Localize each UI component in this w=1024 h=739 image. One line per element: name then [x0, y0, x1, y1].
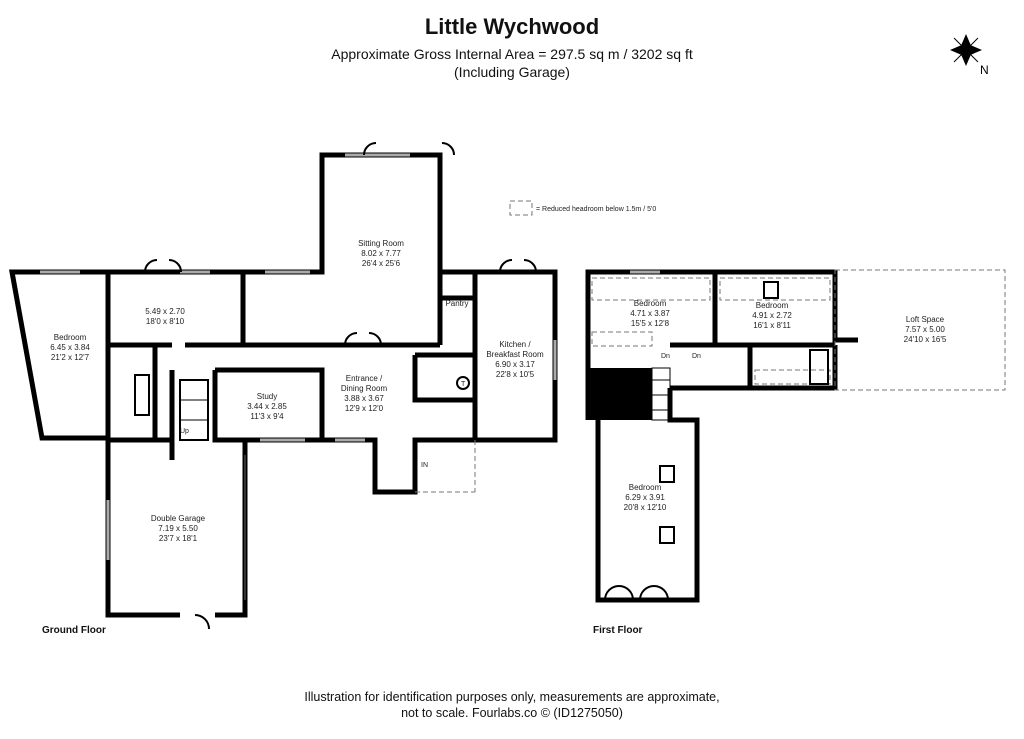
svg-text:Kitchen /: Kitchen / — [499, 340, 531, 349]
svg-text:15'5 x 12'8: 15'5 x 12'8 — [631, 319, 670, 328]
svg-text:Breakfast Room: Breakfast Room — [486, 350, 544, 359]
room-loft-space: Loft Space 7.57 x 5.00 24'10 x 16'5 — [904, 315, 947, 344]
svg-text:12'9 x 12'0: 12'9 x 12'0 — [345, 404, 384, 413]
room-bedroom-first-3: Bedroom 6.29 x 3.91 20'8 x 12'10 — [624, 483, 667, 512]
compass-north-label: N — [980, 63, 989, 77]
reduced-headroom-swatch — [509, 200, 533, 216]
room-bedroom-ground: Bedroom 6.45 x 3.84 21'2 x 12'7 — [50, 333, 90, 362]
svg-text:22'8 x 10'5: 22'8 x 10'5 — [496, 370, 535, 379]
page-title: Little Wychwood — [424, 14, 600, 39]
tank-label: T — [461, 381, 466, 388]
svg-text:11'3 x 9'4: 11'3 x 9'4 — [250, 412, 284, 421]
stairs-down-label-2: Dn — [692, 353, 701, 360]
svg-text:26'4 x 25'6: 26'4 x 25'6 — [362, 259, 401, 268]
stairs-down-label: Dn — [661, 353, 670, 360]
garage-note: (Including Garage) — [454, 64, 570, 80]
stairs-up-label: Up — [180, 428, 189, 435]
svg-text:23'7 x 18'1: 23'7 x 18'1 — [159, 534, 198, 543]
svg-text:3.88 x 3.67: 3.88 x 3.67 — [344, 394, 384, 403]
first-floor-label: First Floor — [593, 625, 643, 636]
svg-text:Sitting Room: Sitting Room — [358, 239, 404, 248]
svg-text:20'8 x 12'10: 20'8 x 12'10 — [624, 503, 667, 512]
svg-text:Study: Study — [257, 392, 277, 401]
svg-text:Entrance /: Entrance / — [346, 374, 383, 383]
svg-text:18'0 x 8'10: 18'0 x 8'10 — [146, 317, 185, 326]
svg-text:Double Garage: Double Garage — [151, 514, 206, 523]
disclaimer-line-1: Illustration for identification purposes… — [304, 690, 720, 704]
svg-text:Bedroom: Bedroom — [634, 299, 667, 308]
room-bedroom-first-1: Bedroom 4.71 x 3.87 15'5 x 12'8 — [630, 299, 670, 328]
room-entrance-dining: Entrance / Dining Room 3.88 x 3.67 12'9 … — [341, 374, 388, 413]
svg-text:6.45 x 3.84: 6.45 x 3.84 — [50, 343, 90, 352]
entrance-in-label: IN — [421, 462, 428, 469]
svg-text:4.71 x 3.87: 4.71 x 3.87 — [630, 309, 670, 318]
room-study: Study 3.44 x 2.85 11'3 x 9'4 — [247, 392, 287, 421]
room-kitchen: Kitchen / Breakfast Room 6.90 x 3.17 22'… — [486, 340, 544, 379]
svg-text:16'1 x 8'11: 16'1 x 8'11 — [753, 321, 791, 330]
ground-floor-plan — [9, 142, 558, 630]
svg-text:Dining Room: Dining Room — [341, 384, 388, 393]
svg-text:5.49 x 2.70: 5.49 x 2.70 — [145, 307, 185, 316]
room-sitting: Sitting Room 8.02 x 7.77 26'4 x 25'6 — [358, 239, 404, 268]
svg-text:3.44 x 2.85: 3.44 x 2.85 — [247, 402, 287, 411]
svg-text:Bedroom: Bedroom — [756, 301, 789, 310]
svg-text:7.57 x 5.00: 7.57 x 5.00 — [905, 325, 945, 334]
compass-rose-icon — [950, 34, 982, 66]
first-floor-plan — [585, 269, 1006, 603]
svg-text:21'2 x 12'7: 21'2 x 12'7 — [51, 353, 90, 362]
legend-text: = Reduced headroom below 1.5m / 5'0 — [536, 206, 656, 213]
svg-text:Bedroom: Bedroom — [629, 483, 662, 492]
room-unnamed-5-49: 5.49 x 2.70 18'0 x 8'10 — [145, 307, 185, 326]
svg-text:4.91 x 2.72: 4.91 x 2.72 — [752, 311, 792, 320]
room-pantry: Pantry — [445, 299, 468, 308]
svg-text:Bedroom: Bedroom — [54, 333, 87, 342]
svg-text:6.29 x 3.91: 6.29 x 3.91 — [625, 493, 665, 502]
svg-text:8.02 x 7.77: 8.02 x 7.77 — [361, 249, 401, 258]
svg-text:Loft Space: Loft Space — [906, 315, 945, 324]
svg-text:24'10 x 16'5: 24'10 x 16'5 — [904, 335, 947, 344]
disclaimer-line-2: not to scale. Fourlabs.co © (ID1275050) — [401, 706, 623, 720]
room-bedroom-first-2: Bedroom 4.91 x 2.72 16'1 x 8'11 — [752, 301, 792, 330]
ground-floor-label: Ground Floor — [42, 625, 106, 636]
room-double-garage: Double Garage 7.19 x 5.50 23'7 x 18'1 — [151, 514, 206, 543]
svg-text:7.19 x 5.50: 7.19 x 5.50 — [158, 524, 198, 533]
svg-text:6.90 x 3.17: 6.90 x 3.17 — [495, 360, 535, 369]
area-text: Approximate Gross Internal Area = 297.5 … — [331, 46, 693, 62]
